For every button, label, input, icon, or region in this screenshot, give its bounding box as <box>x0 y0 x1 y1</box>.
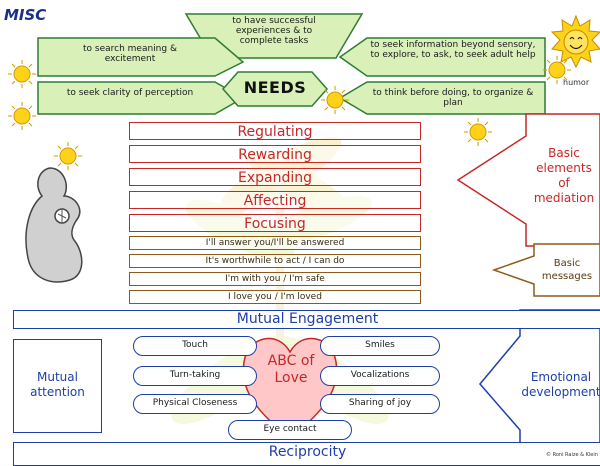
behavior-eye-contact: Eye contact <box>228 420 352 440</box>
stage-affecting: Affecting <box>129 191 421 209</box>
need-right-bottom-shape <box>338 81 546 115</box>
behavior-touch: Touch <box>133 336 257 356</box>
needs-center-shape <box>221 71 329 107</box>
message-answer: I'll answer you/I'll be answered <box>129 236 421 250</box>
need-search-meaning: to search meaning & excitement <box>83 44 177 64</box>
behavior-vocalizations: Vocalizations <box>320 366 440 386</box>
need-left-bottom-shape <box>37 81 245 115</box>
misc-logo: MISC <box>4 6 47 24</box>
stage-expanding: Expanding <box>129 168 421 186</box>
need-seek-information: to seek information beyond sensory, to e… <box>370 40 536 60</box>
mutual-engagement-bar: Mutual Engagement <box>13 310 600 329</box>
mother-child-icon <box>25 167 83 283</box>
reciprocity-bar: Reciprocity <box>13 442 600 466</box>
need-left-top-shape <box>37 37 245 77</box>
need-successful-experiences: to have successful experiences & to comp… <box>232 16 316 46</box>
behavior-turn-taking: Turn-taking <box>133 366 257 386</box>
mutual-attention-box <box>13 339 102 433</box>
message-safe: I'm with you / I'm safe <box>129 272 421 286</box>
need-think-before-doing: to think before doing, to organize & pla… <box>372 88 534 108</box>
need-right-top-shape <box>338 37 546 77</box>
heart-label: ABC of Love <box>267 353 315 386</box>
label-basic-elements-mediation: Basic elements of mediation <box>533 146 595 205</box>
label-basic-messages: Basic messages <box>541 258 593 282</box>
behavior-physical-closeness: Physical Closeness <box>133 394 257 414</box>
credit-text: © Roni Raize & Klein <box>546 452 598 458</box>
smiling-sun-icon <box>550 14 600 69</box>
behavior-smiles: Smiles <box>320 336 440 356</box>
stage-regulating: Regulating <box>129 122 421 140</box>
message-loved: I love you / I'm loved <box>129 290 421 304</box>
stage-rewarding: Rewarding <box>129 145 421 163</box>
needs-diagram <box>37 13 546 115</box>
messages-arrow-shape <box>491 243 600 297</box>
humor-label: humor <box>563 78 590 87</box>
mutual-attention-label: Mutual attention <box>30 370 85 399</box>
message-worthwhile: It's worthwhile to act / I can do <box>129 254 421 268</box>
label-emotional-development: Emotional development <box>521 370 600 399</box>
sun-icon <box>8 56 571 170</box>
stage-focusing: Focusing <box>129 214 421 232</box>
needs-title: NEEDS <box>243 78 307 97</box>
behavior-sharing-joy: Sharing of joy <box>320 394 440 414</box>
need-seek-clarity: to seek clarity of perception <box>66 88 194 98</box>
